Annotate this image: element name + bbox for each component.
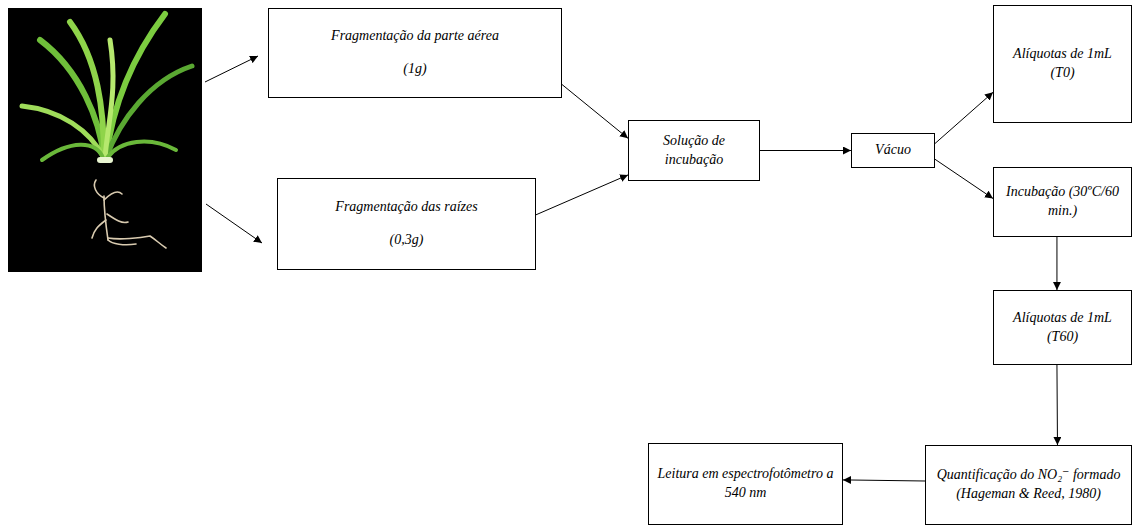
box-text: (0,3g): [390, 231, 424, 250]
photo-background: [8, 8, 202, 272]
box-text: Leitura em espectrofotômetro a 540 nm: [657, 465, 834, 503]
flow-arrow: [1056, 237, 1057, 290]
photo-arrow: [205, 56, 258, 82]
plant-roots: [92, 180, 166, 248]
box-text: Incubação (30ºC/60 min.): [1002, 183, 1123, 221]
process-box: Alíquotas de 1mL (T60): [993, 290, 1132, 365]
box-text: Solução de incubação: [637, 132, 751, 170]
box-text: Fragmentação das raízes: [335, 198, 477, 217]
process-box: Vácuo: [851, 133, 935, 168]
process-box: Fragmentação da parte aérea (1g): [268, 8, 562, 98]
flow-arrow: [760, 150, 851, 151]
photo-arrow: [206, 204, 262, 243]
box-text: Vácuo: [875, 141, 911, 160]
flow-arrow: [843, 480, 925, 481]
process-box: Quantificação do NO₂⁻ formado (Hageman &…: [925, 445, 1132, 525]
flow-arrow: [562, 85, 628, 139]
process-box: Solução de incubação: [628, 120, 760, 181]
process-box: Alíquotas de 1mL (T0): [993, 5, 1132, 123]
flow-arrow: [935, 159, 993, 198]
flow-arrow: [935, 92, 993, 143]
plant-leaves: [22, 14, 192, 160]
box-text: Quantificação do NO₂⁻ formado (Hageman &…: [934, 466, 1123, 504]
box-text: Alíquotas de 1mL (T60): [1002, 309, 1123, 347]
process-box: Leitura em espectrofotômetro a 540 nm: [648, 443, 843, 525]
process-box: Incubação (30ºC/60 min.): [993, 167, 1132, 237]
box-text: Fragmentação da parte aérea: [331, 27, 499, 46]
box-text: (1g): [403, 60, 426, 79]
flow-arrow: [536, 175, 628, 215]
process-box: Fragmentação das raízes (0,3g): [277, 178, 536, 270]
flow-arrow: [1056, 365, 1058, 445]
photo-arrows: [205, 56, 262, 243]
box-text: Alíquotas de 1mL (T0): [1002, 45, 1123, 83]
